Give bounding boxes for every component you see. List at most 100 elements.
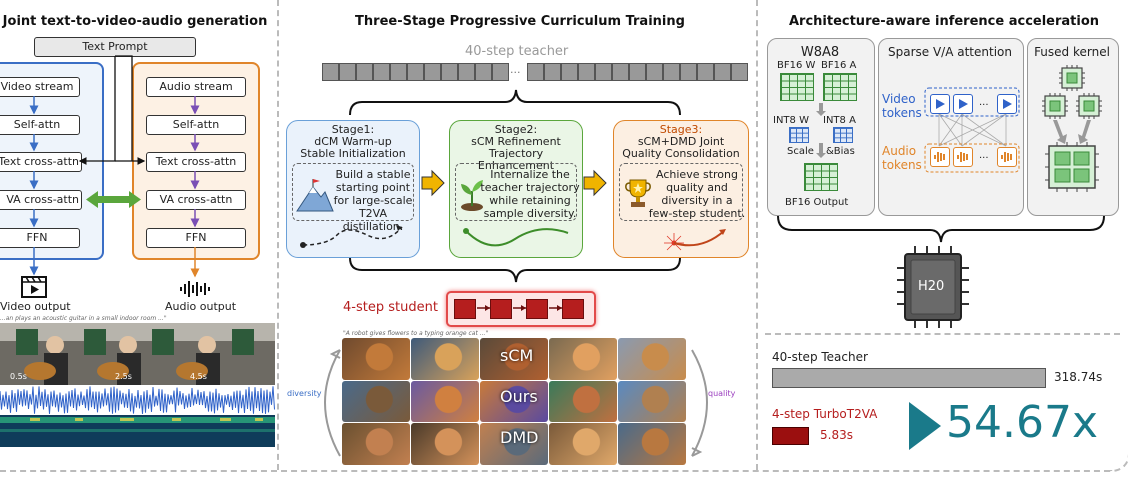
- int8-a-matrix: [833, 127, 853, 143]
- bf16-w-label: BF16 W: [777, 60, 816, 71]
- video-token-n: [997, 94, 1017, 114]
- teacher-step-cell: [731, 63, 748, 81]
- student-step-arrows: [477, 305, 562, 311]
- sample-thumbnail: [618, 380, 686, 422]
- student-step-1: [454, 299, 476, 319]
- sample-thumbnail: [549, 423, 617, 465]
- audio-stream-block: Audio stream: [146, 77, 246, 97]
- stage-2-card: Stage2: sCM Refinement Trajectory Enhanc…: [449, 120, 583, 258]
- teacher-step-cell: [339, 63, 356, 81]
- accel-brace: [777, 215, 1105, 243]
- stage-1-title: Stage1:: [331, 123, 375, 136]
- int8-a-label: INT8 A: [823, 115, 856, 126]
- teacher-step-cell: [663, 63, 680, 81]
- stage-1-description-box: [292, 163, 414, 221]
- section-title-curriculum: Three-Stage Progressive Curriculum Train…: [355, 14, 685, 29]
- sample-thumbnail: [342, 380, 410, 422]
- teacher-timing-label: 40-step Teacher: [772, 350, 868, 364]
- h20-chip-icon: [897, 246, 969, 328]
- stage-3-title: Stage3:: [659, 123, 703, 136]
- panel-border-bottom: [0, 470, 1110, 472]
- section-title-joint: Joint text-to-video-audio generation: [2, 14, 268, 29]
- sample-image-grid: [342, 338, 687, 465]
- audio-token-n: [997, 147, 1017, 167]
- stage-3-trajectory: [664, 229, 726, 251]
- video-frame-strip: [0, 323, 275, 385]
- teacher-time-bar: [772, 368, 1046, 388]
- fused-kernel-title: Fused kernel: [1034, 45, 1110, 59]
- video-ffn-block: FFN: [0, 228, 80, 248]
- int8-w-matrix: [789, 127, 809, 143]
- audio-va-cross-attn-block: VA cross-attn: [146, 190, 246, 210]
- video-tokens-label: Video tokens: [882, 92, 922, 120]
- sparse-attention-title: Sparse V/A attention: [888, 45, 1012, 59]
- timestamp-1: 0.5s: [10, 372, 27, 381]
- teacher-step-cell: [561, 63, 578, 81]
- scale-label: Scale: [787, 146, 814, 157]
- stage-2-subtitle: sCM Refinement: [471, 135, 561, 148]
- teacher-step-cell: [629, 63, 646, 81]
- audio-waveform-icon: [180, 281, 210, 297]
- sample-thumbnail: [342, 338, 410, 380]
- speedup-value: 54.67x: [946, 397, 1099, 448]
- teacher-step-cell: [390, 63, 407, 81]
- teacher-step-cell: [714, 63, 731, 81]
- audio-tokens-label: Audio tokens: [882, 144, 922, 172]
- teacher-step-cell: [322, 63, 339, 81]
- teacher-step-cell: [544, 63, 561, 81]
- sample-thumbnail: [342, 423, 410, 465]
- teacher-step-cell: [492, 63, 509, 81]
- bf16-output-matrix: [804, 163, 838, 191]
- stage-3-subtitle: sCM+DMD Joint: [637, 135, 725, 148]
- row-label-dmd: DMD: [500, 428, 539, 447]
- bias-label: &Bias: [826, 146, 855, 157]
- diversity-quality-arcs: [324, 349, 708, 457]
- stage-1-goal: Stable Initialization: [300, 147, 406, 160]
- sample-thumbnail: [480, 380, 548, 422]
- teacher-step-cell: [697, 63, 714, 81]
- stage-2-trajectory: [463, 228, 569, 247]
- audio-waveform: [0, 385, 275, 447]
- results-divider: [765, 333, 1120, 335]
- teacher-step-cell: [612, 63, 629, 81]
- video-token-ellipsis: ...: [979, 97, 989, 108]
- sprout-icon: [461, 180, 483, 211]
- audio-output-label: Audio output: [165, 300, 237, 313]
- sample-thumbnail: [411, 423, 479, 465]
- stage-3-description-box: [619, 163, 743, 221]
- w8a8-title: W8A8: [800, 45, 840, 60]
- audio-token-1: [930, 147, 950, 167]
- teacher-step-cell: [356, 63, 373, 81]
- stage-3-card: Stage3: sCM+DMD Joint Quality Consolidat…: [613, 120, 749, 258]
- audio-ffn-block: FFN: [146, 228, 246, 248]
- int8-w-label: INT8 W: [773, 115, 809, 126]
- speedup-arrow-icon: [909, 402, 941, 450]
- panel-divider-right: [756, 0, 758, 470]
- video-token-1: [930, 94, 950, 114]
- teacher-step-cell: [680, 63, 697, 81]
- stage-1-subtitle: dCM Warm-up: [314, 135, 392, 148]
- stage-3-goal: Quality Consolidation: [622, 147, 740, 160]
- quality-label: quality: [708, 389, 736, 398]
- sparse-attention-graph: [924, 87, 1020, 173]
- video-output-label: Video output: [0, 300, 71, 313]
- sparse-attention-box: [878, 38, 1024, 216]
- teacher-step-cell: [424, 63, 441, 81]
- panel-border-right: [1110, 450, 1128, 472]
- audio-token-ellipsis: ...: [979, 150, 989, 161]
- student-timing-label: 4-step TurboT2VA: [772, 407, 878, 421]
- video-output-icon: [21, 276, 47, 298]
- teacher-label: 40-step teacher: [465, 44, 569, 59]
- student-step-3: [526, 299, 548, 319]
- sample-thumbnail: [618, 338, 686, 380]
- video-va-cross-attn-block: VA cross-attn: [0, 190, 82, 210]
- teacher-step-cell: [646, 63, 663, 81]
- teacher-ellipsis: ...: [510, 63, 521, 76]
- teacher-step-cell: [441, 63, 458, 81]
- video-text-cross-attn-block: Text cross-attn: [0, 152, 82, 172]
- teacher-step-cell: [595, 63, 612, 81]
- grid-prompt-caption: "A robot gives flowers to a typing orang…: [343, 330, 489, 337]
- sample-thumbnail: [549, 338, 617, 380]
- audio-self-attn-block: Self-attn: [146, 115, 246, 135]
